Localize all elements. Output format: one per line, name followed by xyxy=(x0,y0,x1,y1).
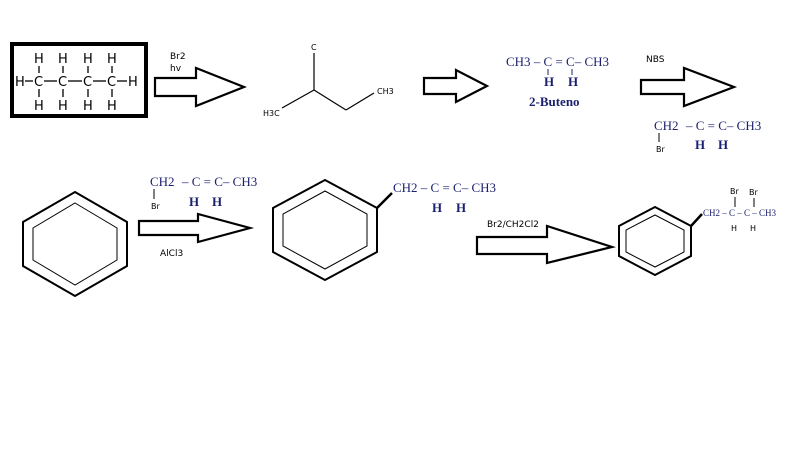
arrow-3-shape xyxy=(639,66,738,108)
bromobutane-top-label: C xyxy=(311,43,317,52)
arrow-step-4: AlCl3 xyxy=(137,212,255,259)
butane-h-bot-1: H xyxy=(34,99,44,114)
allylbenzene-product: CH2 – C = C– CH3 H H xyxy=(272,178,496,282)
allylbenzene-h-2: H xyxy=(456,200,466,215)
butane-h-right: H xyxy=(128,75,138,90)
butane-h-top-3: H xyxy=(83,52,93,67)
butene-name: 2-Buteno xyxy=(529,94,580,109)
allyl-top-ch2: CH2 xyxy=(654,118,679,133)
allyl-top-chain: – C = C– CH3 xyxy=(685,118,761,133)
arrow-step-2 xyxy=(422,68,490,104)
arrow-step-5: Br2/CH2Cl2 xyxy=(475,220,617,265)
arrow-5-shape xyxy=(475,224,617,265)
arrow-step-1: Br2 hv xyxy=(153,52,247,108)
dibromide-link-bond xyxy=(690,213,703,227)
butane-c-2: C xyxy=(58,75,67,90)
butane-bonds xyxy=(25,66,127,97)
arrow-1-shape xyxy=(153,66,247,108)
butane-c-1: C xyxy=(34,75,43,90)
dibromide-ring-outer xyxy=(618,205,692,277)
step-4-reagent: Br2/CH2Cl2 xyxy=(487,220,539,230)
allylbenzene-link-bond xyxy=(376,192,393,209)
dibromide-br-1: Br xyxy=(730,187,739,196)
benzene-reactant xyxy=(22,190,128,298)
step-2-reagent: NBS xyxy=(646,55,665,65)
butene-formula: CH3 – C = C– CH3 xyxy=(506,54,609,69)
butane-c-4: C xyxy=(107,75,116,90)
allyl-mid-br: Br xyxy=(151,202,160,211)
allyl-bromide-reagent: CH2 – C = C– CH3 Br H H xyxy=(150,174,257,211)
butane-h-bot-3: H xyxy=(83,99,93,114)
dibromide-br-2: Br xyxy=(749,188,758,197)
allyl-bromide-top: CH2 – C = C– CH3 Br H H xyxy=(654,118,761,154)
allyl-top-h-1: H xyxy=(695,137,705,152)
butene-h-2: H xyxy=(568,74,578,89)
butane-h-top-2: H xyxy=(58,52,68,67)
dibromide-chain: CH2 – C – C – CH3 xyxy=(703,208,777,218)
allyl-mid-chain: – C = C– CH3 xyxy=(181,174,257,189)
butene-h-1: H xyxy=(544,74,554,89)
allylbenzene-ring-inner xyxy=(282,190,368,270)
dibromide-h-1: H xyxy=(731,224,737,233)
butane-h-bot-4: H xyxy=(107,99,117,114)
butane-h-left: H xyxy=(15,75,25,90)
allylbenzene-ring-outer xyxy=(272,178,378,282)
step-3-catalyst: AlCl3 xyxy=(160,249,183,259)
dibromide-product: CH2 – C – C – CH3 Br Br H H xyxy=(618,187,777,277)
arrow-step-3: NBS xyxy=(639,55,738,108)
allyl-mid-ch2: CH2 xyxy=(150,174,175,189)
arrow-2-shape xyxy=(422,68,490,104)
step-1-reagent: Br2 xyxy=(170,52,186,62)
benzene-ring-outer xyxy=(22,190,128,298)
butane-background xyxy=(14,46,144,114)
allyl-mid-h-2: H xyxy=(212,194,222,209)
allyl-top-br: Br xyxy=(656,145,665,154)
allylbenzene-h-1: H xyxy=(432,200,442,215)
allyl-mid-h-1: H xyxy=(189,194,199,209)
allylbenzene-chain: CH2 – C = C– CH3 xyxy=(393,180,496,195)
butane-c-3: C xyxy=(83,75,92,90)
step-1-condition: hv xyxy=(170,64,182,74)
butane-structure: H H H H H C C C C H H H H H xyxy=(10,42,148,118)
bromobutane-h3c-label: H3C xyxy=(263,109,280,118)
benzene-ring-inner xyxy=(32,202,118,286)
bromobutane-bonds xyxy=(281,53,375,111)
butane-h-top-4: H xyxy=(107,52,117,67)
butene-structure: CH3 – C = C– CH3 H H 2-Buteno xyxy=(506,54,609,109)
butane-h-bot-2: H xyxy=(58,99,68,114)
butane-h-top-1: H xyxy=(34,52,44,67)
dibromide-h-2: H xyxy=(750,224,756,233)
bromobutane-ch3-label: CH3 xyxy=(377,87,394,96)
bromobutane-structure: C CH3 H3C xyxy=(263,43,394,118)
allyl-top-h-2: H xyxy=(718,137,728,152)
dibromide-ring-inner xyxy=(625,214,685,268)
arrow-4-shape xyxy=(137,212,255,244)
